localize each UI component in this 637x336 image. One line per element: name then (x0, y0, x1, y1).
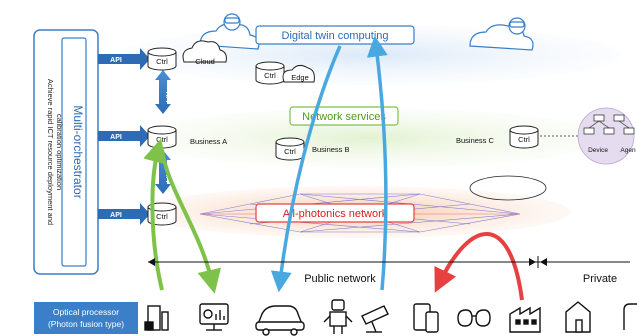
device-label: Device (588, 147, 608, 154)
ctrl-cylinder-business-c: Ctrl (509, 125, 539, 149)
ctrl-cylinder-cloud: Ctrl (147, 47, 177, 71)
business-b-label: Business B (312, 145, 350, 154)
orchestrator-title-box (61, 37, 87, 267)
sky-arrow-to-car (270, 45, 342, 293)
svg-text:Ctrl: Ctrl (156, 212, 168, 221)
partial-device-icon (623, 303, 637, 330)
sky-arrow-from-camera (366, 35, 388, 291)
phone-tablet-icon (413, 303, 439, 333)
ctrl-cylinder-business-a: Ctrl (147, 125, 177, 149)
api-arrow-top: API (98, 48, 150, 70)
cloud-node: Cloud (182, 40, 227, 66)
building-icon (565, 301, 591, 333)
orchestrator-subtitle-2: calibration optimization (55, 114, 64, 190)
green-arrow-up (143, 138, 167, 291)
svg-text:(Photon fusion type): (Photon fusion type) (48, 319, 124, 329)
api-arrow-vertical-upper: API (155, 70, 171, 114)
svg-text:API: API (110, 57, 122, 64)
svg-text:Ctrl: Ctrl (156, 135, 168, 144)
robot-icon (323, 299, 353, 334)
glasses-icon (457, 309, 491, 327)
svg-text:API: API (110, 212, 122, 219)
ctrl-cylinder-photonics: Ctrl (147, 202, 177, 226)
digital-twin-label: Digital twin computing (255, 25, 415, 45)
svg-text:API: API (110, 134, 122, 141)
business-a-label: Business A (190, 137, 227, 146)
orchestrator-subtitle-1: Achieve rapid ICT resource deployment an… (46, 79, 55, 225)
ctrl-cylinder-edge: Ctrl (255, 61, 285, 85)
red-arrow (434, 232, 524, 301)
ctrl-cylinder-business-b: Ctrl (275, 137, 305, 161)
agent-label: Agen (620, 147, 636, 154)
api-arrow-middle: API (98, 125, 150, 147)
svg-text:Edge: Edge (291, 73, 309, 82)
api-arrow-bottom: API (98, 203, 150, 225)
public-network-label: Public network (304, 273, 376, 285)
monitor-chart-icon (199, 303, 229, 331)
factory-icon (509, 306, 541, 333)
svg-text:Network services: Network services (302, 111, 386, 123)
private-network-label: Private (583, 273, 617, 285)
device-agent-circle: Device Agen (540, 107, 636, 165)
svg-text:Ctrl: Ctrl (284, 147, 296, 156)
server-icon (144, 305, 169, 331)
network-services-band (135, 108, 605, 168)
edge-node: Edge (282, 64, 315, 83)
all-photonics-label: All-photonics network (255, 203, 415, 223)
camera-icon (361, 305, 389, 333)
svg-text:API: API (164, 92, 171, 103)
optical-processor-box: Optical processor (Photon fusion type) (34, 302, 138, 334)
svg-text:Digital twin computing: Digital twin computing (282, 30, 389, 42)
person-icon-right (508, 17, 526, 35)
svg-text:Cloud: Cloud (195, 57, 215, 66)
svg-text:All-photonics network: All-photonics network (283, 208, 388, 220)
network-axis (148, 256, 630, 268)
svg-text:Optical processor: Optical processor (53, 307, 119, 317)
svg-text:Ctrl: Ctrl (518, 135, 530, 144)
edge-ellipse (469, 175, 547, 201)
car-icon (255, 305, 305, 336)
svg-text:Ctrl: Ctrl (156, 57, 168, 66)
svg-text:Ctrl: Ctrl (264, 71, 276, 80)
orchestrator-title: Multi-orchestrator (71, 105, 85, 198)
person-icon-left (223, 13, 241, 31)
business-c-label: Business C (456, 136, 495, 145)
